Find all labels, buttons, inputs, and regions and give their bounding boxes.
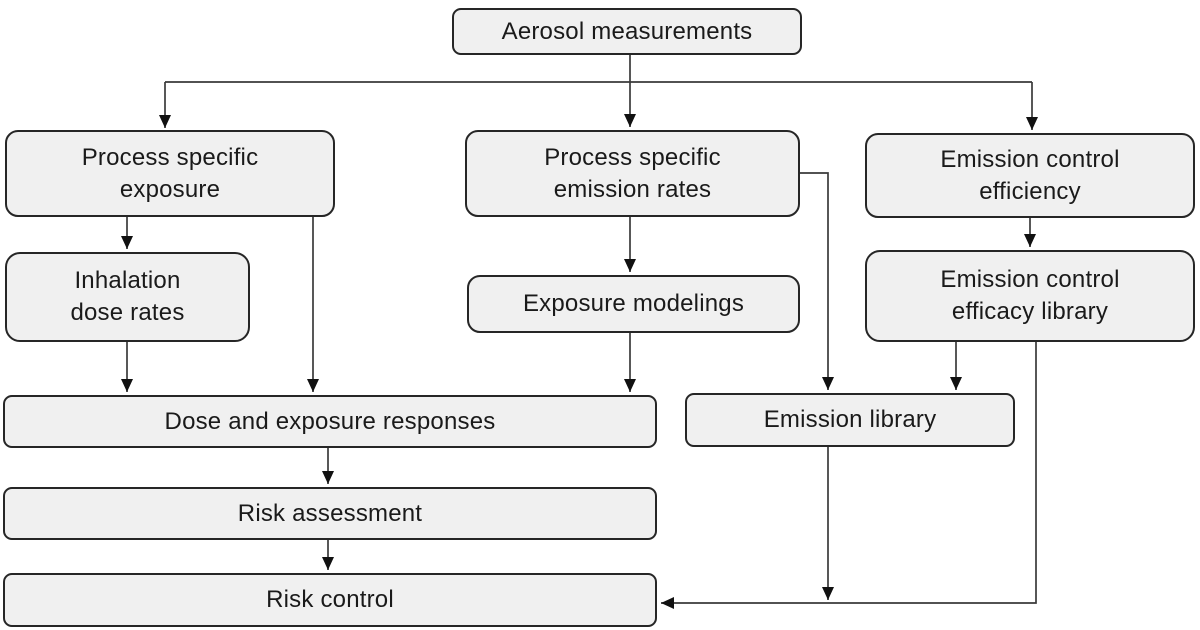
node-emission-control-efficiency: Emission control efficiency <box>865 133 1195 218</box>
node-inhalation-dose-rates-label: Inhalation dose rates <box>70 267 185 326</box>
node-risk-assessment-label: Risk assessment <box>237 499 423 527</box>
node-process-specific-emission-rates: Process specific emission rates <box>465 130 800 217</box>
node-process-specific-exposure: Process specific exposure <box>5 130 335 217</box>
node-emission-control-efficacy-library-label: Emission control efficacy library <box>940 266 1120 325</box>
node-aerosol-measurements-label: Aerosol measurements <box>501 17 753 45</box>
node-emission-library: Emission library <box>685 393 1015 447</box>
node-emission-control-efficacy-library: Emission control efficacy library <box>865 250 1195 342</box>
node-risk-control-label: Risk control <box>266 586 394 614</box>
node-process-specific-emission-rates-label: Process specific emission rates <box>544 143 721 203</box>
node-exposure-modelings: Exposure modelings <box>467 275 800 333</box>
node-dose-and-exposure-responses: Dose and exposure responses <box>3 395 657 448</box>
node-process-specific-exposure-label: Process specific exposure <box>81 143 259 203</box>
node-dose-and-exposure-responses-label: Dose and exposure responses <box>164 407 496 435</box>
connector-emission-rates-to-emission-library <box>800 172 834 390</box>
connector-aerosol-rail <box>165 55 1032 83</box>
node-aerosol-measurements: Aerosol measurements <box>452 8 802 55</box>
node-emission-control-efficiency-label: Emission control efficiency <box>940 145 1120 205</box>
node-risk-assessment: Risk assessment <box>3 487 657 540</box>
connector-efficacy-library-to-risk-control <box>661 342 1037 609</box>
node-exposure-modelings-label: Exposure modelings <box>522 290 745 318</box>
node-risk-control: Risk control <box>3 573 657 627</box>
node-emission-library-label: Emission library <box>763 406 937 434</box>
node-inhalation-dose-rates: Inhalation dose rates <box>5 252 250 342</box>
